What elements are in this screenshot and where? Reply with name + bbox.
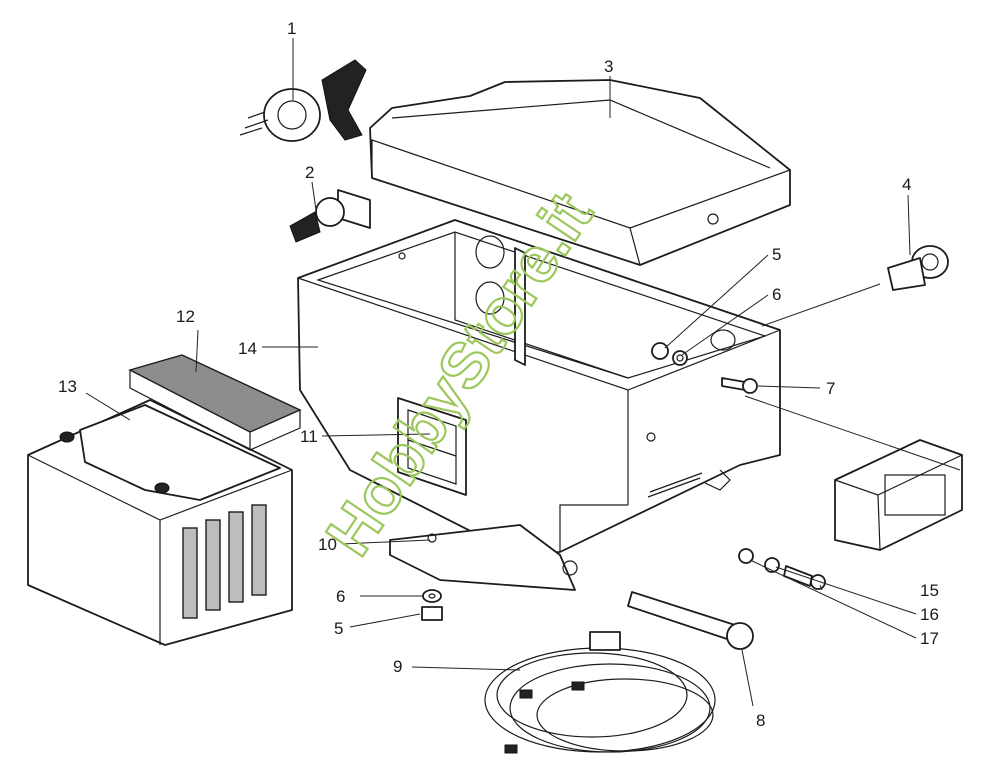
callout-6: 6 <box>772 285 781 304</box>
screw-set <box>738 548 826 590</box>
callout-6-lower: 6 <box>336 587 345 606</box>
callout-14: 14 <box>238 339 257 358</box>
small-switch <box>289 189 371 243</box>
callout-16: 16 <box>920 605 939 624</box>
callout-8: 8 <box>756 711 765 730</box>
callout-1: 1 <box>287 19 296 38</box>
ignition-switch <box>239 59 367 142</box>
regulator <box>834 439 963 551</box>
foam-pad <box>128 354 302 451</box>
callout-4: 4 <box>902 175 911 194</box>
callout-2: 2 <box>305 163 314 182</box>
callout-13: 13 <box>58 377 77 396</box>
battery <box>27 399 293 646</box>
callout-11: 11 <box>300 427 318 446</box>
small-screw <box>721 377 758 394</box>
callout-7: 7 <box>826 379 835 398</box>
callout-5-lower: 5 <box>334 619 343 638</box>
long-bolt <box>627 591 754 650</box>
callout-12: 12 <box>176 307 195 326</box>
nut-washer-lower <box>421 589 443 621</box>
callout-labels: 1 2 3 4 5 6 7 8 9 10 11 12 13 14 15 16 1… <box>58 19 939 730</box>
callout-10: 10 <box>318 535 337 554</box>
callout-5: 5 <box>772 245 781 264</box>
socket-plug <box>887 245 949 291</box>
leader-lines <box>85 38 961 707</box>
mounting-bracket <box>389 524 578 591</box>
callout-15: 15 <box>920 581 939 600</box>
box-window <box>397 397 467 496</box>
lid-cover <box>369 79 791 266</box>
callout-17: 17 <box>920 629 939 648</box>
wiring-harness <box>484 631 716 754</box>
callout-9: 9 <box>393 657 402 676</box>
callout-3: 3 <box>604 57 613 76</box>
